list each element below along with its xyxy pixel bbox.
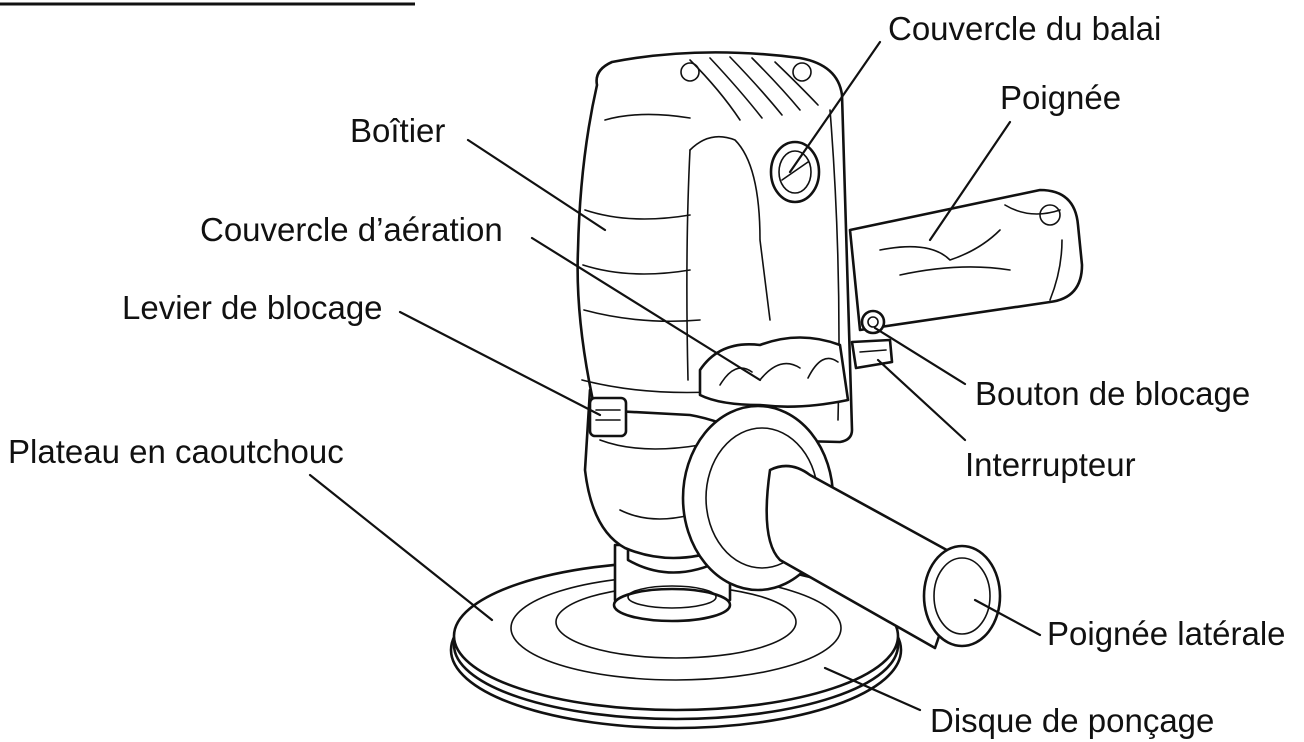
label-vent-cover: Couvercle d’aération [200, 211, 503, 248]
label-switch: Interrupteur [965, 446, 1136, 483]
label-brush-cover: Couvercle du balai [888, 10, 1161, 47]
label-lock-button: Bouton de blocage [975, 375, 1250, 412]
label-sanding-disc: Disque de ponçage [930, 702, 1214, 739]
label-handle: Poignée [1000, 79, 1121, 116]
label-side-handle: Poignée latérale [1047, 615, 1286, 652]
label-rubber-pad: Plateau en caoutchouc [8, 433, 344, 470]
leader-lines [308, 40, 1042, 712]
lock-lever [588, 396, 628, 438]
lock-button [860, 309, 886, 335]
vent-cover [698, 336, 850, 408]
brush-cover [769, 140, 821, 204]
rear-handle [848, 188, 1084, 332]
side-handle [681, 404, 1002, 650]
label-lock-lever: Levier de blocage [122, 289, 383, 326]
switch [850, 338, 894, 370]
label-housing: Boîtier [350, 112, 445, 149]
